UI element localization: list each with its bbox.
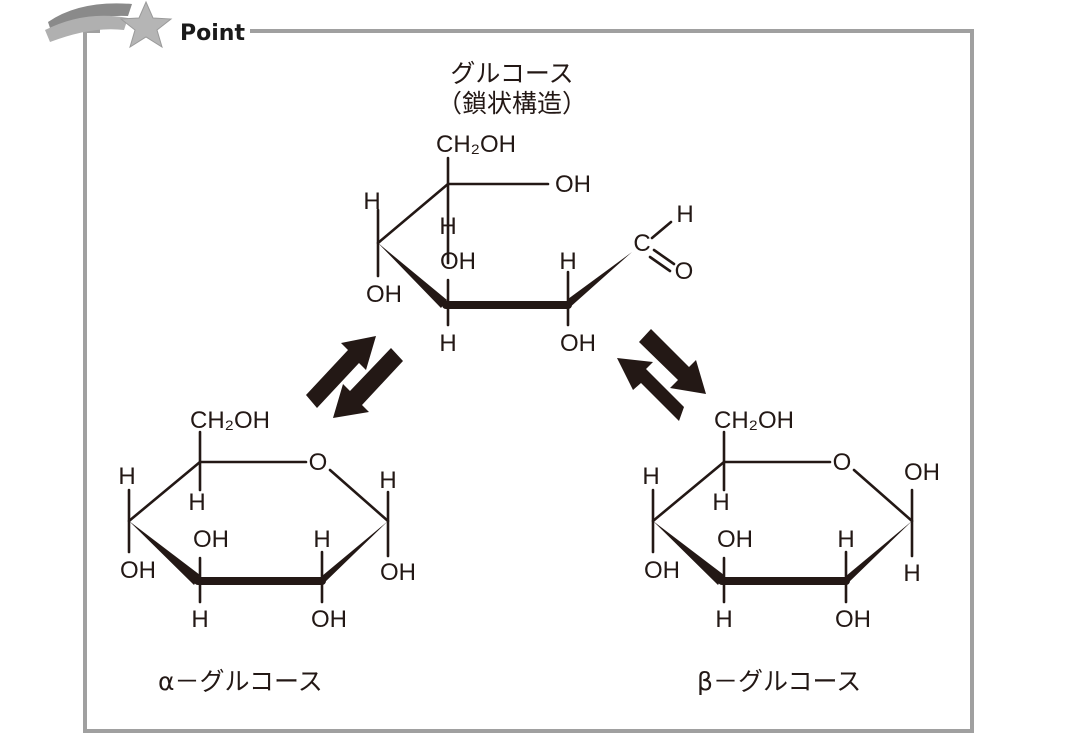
alpha-c4-h: H [118,463,135,490]
frame-border [83,29,974,733]
alpha-c2-h: H [313,526,330,553]
beta-c2-oh: OH [835,606,871,633]
alpha-c1-h: H [379,467,396,494]
chain-subtitle: （鎖状構造） [437,89,587,118]
alpha-wedge-c2-c1 [322,521,388,585]
beta-bond-c5-c4 [651,460,726,523]
beta-c3-oh: OH [717,526,753,553]
equilibrium-arrow-left [306,336,403,418]
beta-ch2oh: CH₂OH [714,407,794,434]
alpha-bond-c5-c4 [127,460,202,523]
wedge-c2-c1 [568,252,632,309]
star-icon [119,0,173,49]
beta-c4-h: H [642,463,659,490]
chain-ald-c: C [633,230,650,257]
wedge-c4-c3 [378,243,447,308]
beta-wedge-c2-c1 [846,521,912,585]
beta-c1-h: H [903,560,920,587]
chain-ch2oh: CH₂OH [436,131,516,158]
chain-ald-o: O [675,258,694,285]
beta-c5-h: H [712,489,729,516]
chain-c3-oh: OH [440,248,476,275]
chain-c2-h: H [439,330,456,357]
beta-wedge-c4-c3 [653,521,724,585]
beta-c1-oh: OH [904,459,940,486]
point-header: Point [45,0,245,49]
alpha-name: α－グルコース [158,667,323,696]
arrow-up-left-icon [617,358,684,421]
beta-ring-o: O [833,449,852,476]
arrow-up-right-icon [306,336,376,408]
alpha-ch2oh: CH₂OH [190,407,270,434]
chain-c4-h: H [439,213,456,240]
chain-c4-oh: OH [366,281,402,308]
chain-title: グルコース [450,59,573,88]
chain-ald-h: H [676,201,693,228]
alpha-wedge-c4-c3 [129,521,200,585]
beta-glucose: CH₂OH O H H OH OH OH H H H OH β－グルコース [642,407,940,696]
bond-c1-h [650,220,673,240]
swoosh-icon-2 [45,15,128,42]
alpha-glucose: CH₂OH O H H H OH OH H OH H OH α－グルコース [118,407,416,696]
beta-c2-h: H [837,526,854,553]
beta-bond-o-c1 [852,468,914,523]
bond-c1-o-1 [652,248,676,266]
alpha-c3-h: H [191,606,208,633]
beta-name: β－グルコース [697,667,861,696]
chain-c2-oh: OH [560,330,596,357]
frame-gap [100,10,250,46]
alpha-c5-h: H [188,489,205,516]
equilibrium-arrow-right [617,329,706,421]
chain-c5-oh: OH [555,171,591,198]
alpha-c1-oh: OH [380,559,416,586]
bond-c5-c4 [376,182,450,245]
alpha-ring-o: O [309,449,328,476]
arrow-down-left-icon [333,348,403,418]
point-label: Point [180,21,245,46]
chain-glucose: グルコース （鎖状構造） CH₂OH OH H H OH OH H H OH C… [363,59,693,357]
beta-c3-h: H [715,606,732,633]
alpha-bond-o-c1 [328,468,390,523]
alpha-c2-oh: OH [311,606,347,633]
chain-c5-h: H [363,188,380,215]
bond-c1-o-2 [648,255,672,273]
alpha-c4-oh: OH [120,557,156,584]
arrow-down-right-icon [639,329,706,394]
beta-c4-oh: OH [644,557,680,584]
alpha-c3-oh: OH [193,526,229,553]
chain-c3-h: H [559,248,576,275]
